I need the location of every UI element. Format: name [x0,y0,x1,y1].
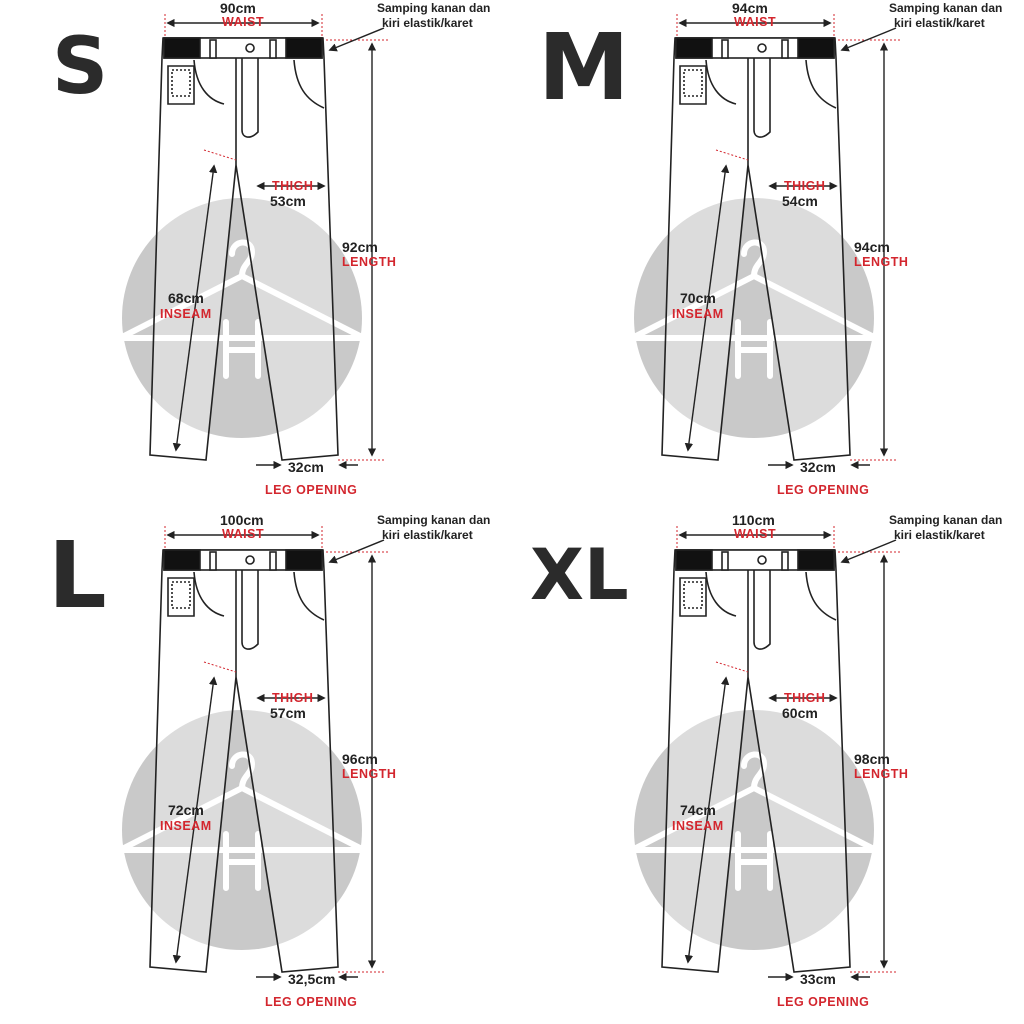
elastic-note-line2: kiri elastik/karet [894,16,985,30]
leg-opening-value: 32cm [800,459,836,475]
length-label: LENGTH [854,255,909,269]
leg-opening-label: LEG OPENING [777,995,870,1009]
inseam-value: 70cm [680,290,716,306]
size-letter: L [48,522,107,629]
inseam-label: INSEAM [160,307,212,321]
leg-opening-value: 33cm [800,971,836,987]
thigh-label: THIGH [784,179,826,193]
inseam-value: 68cm [168,290,204,306]
inseam-value: 74cm [680,802,716,818]
thigh-value: 60cm [782,705,818,721]
leg-opening-label: LEG OPENING [265,995,358,1009]
waist-value: 100cm [220,512,264,528]
waist-value: 110cm [732,512,775,528]
length-value: 94cm [854,239,890,255]
elastic-note-line2: kiri elastik/karet [382,16,473,30]
size-letter: XL [530,534,629,616]
leg-opening-label: LEG OPENING [265,483,358,497]
thigh-value: 54cm [782,193,818,209]
thigh-value: 53cm [270,193,306,209]
length-label: LENGTH [854,767,909,781]
leg-opening-label: LEG OPENING [777,483,870,497]
waist-label: WAIST [222,527,265,541]
leg-opening-value: 32,5cm [288,971,336,987]
size-chart-panel-s: S 90cm WAIST Samping kanan dan kiri elas… [0,0,512,512]
inseam-value: 72cm [168,802,204,818]
pants-diagram [629,526,900,982]
elastic-note-line2: kiri elastik/karet [382,528,473,542]
length-label: LENGTH [342,767,397,781]
inseam-label: INSEAM [160,819,212,833]
elastic-note-line1: Samping kanan dan [889,513,1003,527]
size-chart-panel-xl: XL 110cm WAIST Samping kanan dan kiri el… [512,512,1024,1024]
pants-diagram [117,526,388,982]
length-value: 96cm [342,751,378,767]
thigh-label: THIGH [784,691,826,705]
thigh-label: THIGH [272,179,314,193]
waist-label: WAIST [222,15,265,29]
thigh-label: THIGH [272,691,314,705]
inseam-label: INSEAM [672,819,724,833]
leg-opening-value: 32cm [288,459,324,475]
elastic-note-line1: Samping kanan dan [377,513,491,527]
size-chart-panel-l: L 100cm WAIST Samping kanan dan kiri ela… [0,512,512,1024]
elastic-note-line1: Samping kanan dan [377,1,491,15]
length-value: 92cm [342,239,378,255]
pants-diagram [117,14,388,470]
length-label: LENGTH [342,255,397,269]
elastic-note-line1: Samping kanan dan [889,1,1003,15]
waist-label: WAIST [734,15,777,29]
waist-value: 90cm [220,0,256,16]
waist-value: 94cm [732,0,768,16]
size-chart-panel-m: M 94cm WAIST Samping kanan dan kiri elas… [512,0,1024,512]
elastic-note-line2: kiri elastik/karet [894,528,985,542]
size-letter: M [538,14,630,121]
length-value: 98cm [854,751,890,767]
inseam-label: INSEAM [672,307,724,321]
waist-label: WAIST [734,527,777,541]
thigh-value: 57cm [270,705,306,721]
size-letter: S [52,22,109,112]
pants-diagram [629,14,900,470]
